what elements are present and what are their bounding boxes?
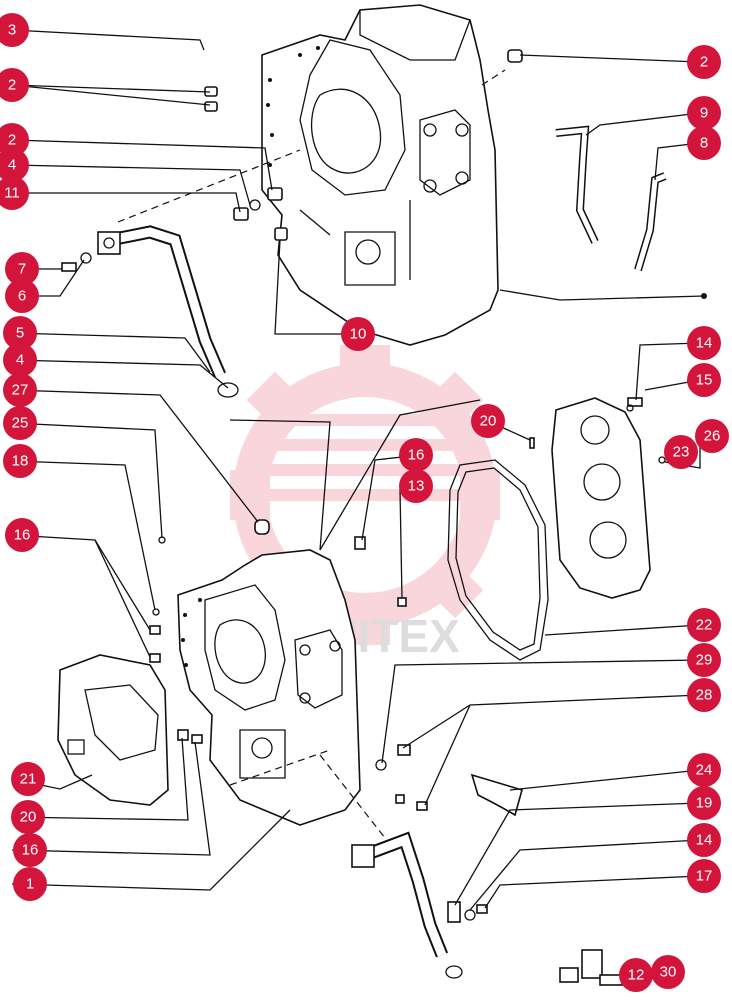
svg-text:10: 10 [350,326,367,343]
gasket-large [447,459,549,661]
svg-text:4: 4 [16,352,24,369]
callout-2: 2 [0,123,29,157]
svg-text:26: 26 [704,428,721,445]
svg-text:18: 18 [12,453,29,470]
svg-text:4: 4 [8,157,16,174]
callout-28: 28 [687,678,721,712]
svg-text:5: 5 [16,325,24,342]
svg-text:23: 23 [673,444,690,461]
pipe-5 [97,225,226,378]
svg-text:12: 12 [628,967,645,984]
callout-9: 9 [687,96,721,130]
svg-text:2: 2 [8,132,16,149]
callout-20: 20 [471,404,505,438]
callout-13: 13 [399,469,433,503]
callout-1: 1 [13,867,47,901]
callout-27: 27 [3,373,37,407]
svg-text:13: 13 [408,478,425,495]
small-fittings [61,49,707,979]
callout-2: 2 [0,68,29,102]
svg-text:28: 28 [696,687,713,704]
svg-text:9: 9 [700,105,708,122]
callout-21: 21 [11,762,45,796]
svg-text:14: 14 [696,832,713,849]
callout-16: 16 [5,518,39,552]
callout-4: 4 [0,148,29,182]
svg-text:2: 2 [8,77,16,94]
svg-text:16: 16 [14,527,31,544]
cover-plate-right [551,397,651,599]
callout-2: 2 [687,45,721,79]
sensor-12-30 [559,949,623,986]
svg-text:30: 30 [660,964,677,981]
svg-text:21: 21 [20,771,37,788]
callout-23: 23 [664,435,698,469]
callout-14: 14 [687,326,721,360]
svg-text:3: 3 [8,22,16,39]
bearing-shell-24 [470,773,523,817]
callout-10: 10 [341,317,375,351]
callout-16: 16 [399,438,433,472]
svg-text:16: 16 [408,447,425,464]
callout-22: 22 [687,608,721,642]
callout-18: 18 [3,444,37,478]
svg-text:29: 29 [696,652,713,669]
callout-14: 14 [687,823,721,857]
svg-text:2: 2 [700,54,708,71]
callout-25: 25 [3,406,37,440]
callout-29: 29 [687,643,721,677]
pipe-lower [351,831,449,958]
svg-text:15: 15 [696,372,713,389]
callout-15: 15 [687,363,721,397]
svg-text:11: 11 [4,185,20,202]
upper-housing [261,4,499,346]
svg-text:6: 6 [18,288,26,305]
svg-text:14: 14 [696,335,713,352]
callout-26: 26 [695,419,729,453]
svg-text:20: 20 [480,413,497,430]
callout-19: 19 [687,786,721,820]
leader-lines [11,29,705,911]
svg-text:24: 24 [696,762,713,779]
callout-11: 11 [0,176,29,210]
svg-text:16: 16 [22,842,39,859]
svg-text:1: 1 [26,876,34,893]
callout-4: 4 [3,343,37,377]
callout-17: 17 [687,859,721,893]
svg-text:8: 8 [700,135,708,152]
lower-housing [177,549,361,826]
svg-text:22: 22 [696,617,713,634]
callout-20: 20 [11,800,45,834]
callout-30: 30 [651,955,685,989]
callout-24: 24 [687,753,721,787]
svg-text:25: 25 [12,415,29,432]
callout-8: 8 [687,126,721,160]
svg-text:20: 20 [20,809,37,826]
svg-text:27: 27 [12,382,29,399]
callout-16: 16 [13,833,47,867]
callout-7: 7 [5,252,39,286]
pipe-9 [555,125,599,244]
svg-text:17: 17 [696,868,713,885]
front-plate-left [57,654,169,806]
assembly-lines [117,69,506,839]
callout-3: 3 [0,13,29,47]
svg-text:19: 19 [696,795,713,812]
pipe-3 [201,10,313,52]
pipe-8 [634,172,667,272]
callout-6: 6 [5,279,39,313]
callout-12: 12 [619,958,653,992]
svg-text:7: 7 [18,261,26,278]
callout-5: 5 [3,316,37,350]
